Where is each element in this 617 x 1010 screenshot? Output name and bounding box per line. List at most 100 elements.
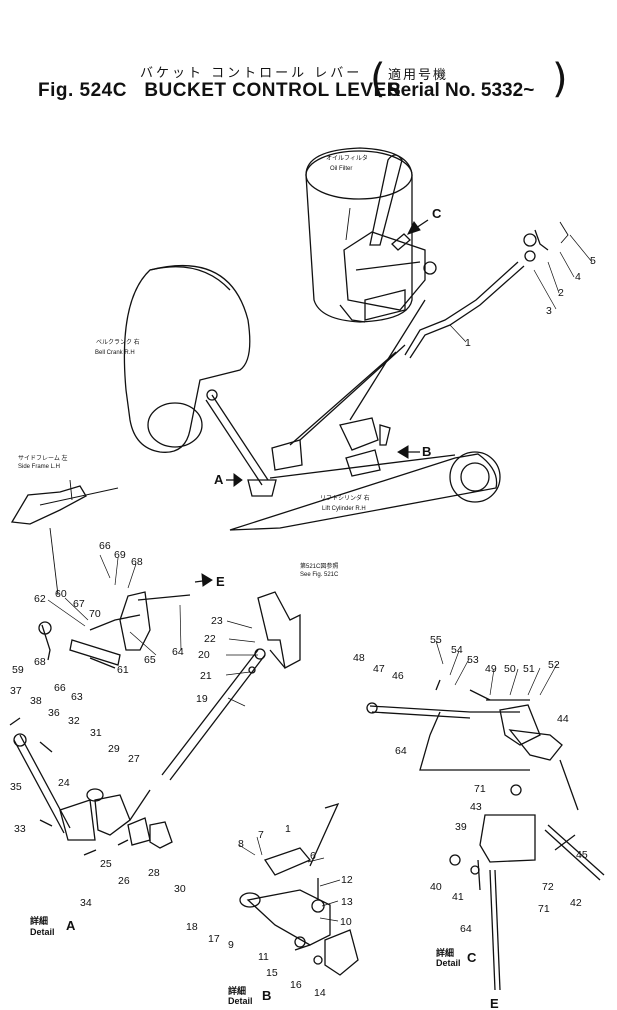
detail-c-letter: C [467, 950, 477, 965]
part-number-71: 71 [538, 903, 550, 915]
part-number-13: 13 [341, 896, 353, 908]
serial-range: Serial No. 5332~ [388, 80, 535, 101]
detail-c-label-jp: 詳細 [436, 947, 454, 958]
part-number-72: 72 [542, 881, 554, 893]
applicability-japanese: 適用号機 [388, 68, 449, 83]
part-number-55: 55 [430, 634, 442, 646]
part-number-8: 8 [238, 838, 244, 850]
view-arrow-a [226, 473, 243, 487]
part-number-32: 32 [68, 715, 80, 727]
control-rods [205, 299, 426, 497]
bell-crank-rh [123, 264, 251, 453]
part-number-9: 9 [228, 939, 234, 951]
part-number-1-detail-b: 1 [285, 823, 291, 835]
side-frame-label: Side Frame L.H [18, 464, 60, 470]
detail-a-label-jp: 詳細 [30, 915, 48, 926]
part-number-51: 51 [523, 663, 535, 675]
part-number-42: 42 [570, 897, 582, 909]
part-number-16: 16 [290, 979, 302, 991]
part-number-47: 47 [373, 663, 385, 675]
part-number-65: 66 [54, 682, 66, 694]
lift-cylinder-label: Lift Cylinder R.H [322, 506, 366, 512]
part-number-23: 23 [211, 615, 223, 627]
bucket-control-lever [404, 221, 569, 359]
part-number-68-top: 69 [114, 549, 126, 561]
part-number-24: 24 [58, 777, 70, 789]
view-label-a: A [214, 472, 224, 487]
view-label-e-bottom: E [490, 996, 499, 1010]
part-number-67-top: 68 [131, 556, 143, 568]
detail-a-letter: A [66, 918, 76, 933]
part-number-46: 46 [392, 670, 404, 682]
part-number-61: 62 [34, 593, 46, 605]
close-paren: ) [552, 56, 568, 102]
detail-a-label: Detail [30, 927, 55, 937]
detail-b-linkage [239, 802, 359, 976]
part-number-54: 54 [451, 644, 463, 656]
part-number-50: 50 [504, 663, 516, 675]
view-arrow-e [194, 573, 213, 587]
detail-b-letter: B [262, 988, 271, 1003]
lift-cylinder-label-jp: リフトシリンダ 右 [320, 494, 370, 502]
detail-c-label: Detail [436, 958, 461, 968]
part-number-6: 6 [310, 850, 316, 862]
part-number-63-c2: 64 [460, 923, 472, 935]
part-number-11: 11 [258, 951, 269, 963]
part-number-4: 4 [575, 271, 581, 283]
part-number-49: 49 [485, 663, 497, 675]
part-number-18: 18 [186, 921, 198, 933]
part-number-48: 48 [353, 652, 365, 664]
figure-name: BUCKET CONTROL LEVER [144, 80, 401, 101]
part-number-35: 35 [10, 781, 22, 793]
oil-filter-label: Oil Filter [330, 166, 352, 172]
title-japanese: バケット コントロール レバー [140, 66, 363, 81]
part-number-43: 43 [470, 801, 482, 813]
side-frame-lh [10, 479, 119, 525]
view-arrow-b [397, 445, 420, 459]
part-number-14: 14 [314, 987, 326, 999]
part-number-63-mid: 64 [172, 646, 184, 658]
bell-crank-label: Bell Crank R.H [95, 350, 135, 356]
part-number-21: 21 [200, 670, 212, 682]
part-number-25: 25 [100, 858, 112, 870]
part-number-20: 20 [198, 649, 210, 661]
part-number-69: 70 [89, 608, 101, 620]
part-number-64: 65 [144, 654, 156, 666]
part-number-38: 38 [30, 695, 42, 707]
see-fig-label: See Fig. 521C [300, 572, 339, 578]
part-number-34: 34 [80, 897, 92, 909]
part-number-53: 53 [467, 654, 479, 666]
part-number-27: 27 [128, 753, 140, 765]
view-arrow-c [407, 219, 429, 235]
part-number-30: 30 [174, 883, 186, 895]
figure-number: Fig. 524C [38, 80, 127, 101]
part-number-59: 60 [55, 588, 67, 600]
part-number-2: 2 [558, 287, 564, 299]
part-number-62: 63 [71, 691, 83, 703]
bell-crank-label-jp: ベルクランク 右 [96, 338, 140, 346]
part-number-29: 29 [108, 743, 120, 755]
part-number-22: 22 [204, 633, 216, 645]
part-number-26: 26 [118, 875, 130, 887]
control-valve [339, 231, 437, 323]
view-label-e: E [216, 574, 225, 589]
open-paren: ( [370, 56, 386, 102]
part-number-37: 37 [10, 685, 22, 697]
detail-c-linkage [366, 679, 605, 991]
lift-cylinder-rh [229, 451, 501, 531]
part-number-10: 10 [340, 916, 352, 928]
part-number-70: 71 [474, 783, 486, 795]
leader-lines [47, 234, 593, 922]
view-label-b: B [422, 444, 431, 459]
part-number-33: 33 [14, 823, 26, 835]
figure-title: Fig. 524C BUCKET CONTROL LEVER [38, 80, 401, 102]
part-number-5: 5 [590, 255, 596, 267]
oil-filter-label-jp: オイルフィルタ [326, 154, 368, 162]
part-number-3: 3 [546, 305, 552, 317]
part-number-63-c: 64 [395, 745, 407, 757]
part-number-28: 28 [148, 867, 160, 879]
part-number-1: 1 [465, 337, 471, 349]
part-number-66: 67 [73, 598, 85, 610]
part-number-41: 41 [452, 891, 464, 903]
